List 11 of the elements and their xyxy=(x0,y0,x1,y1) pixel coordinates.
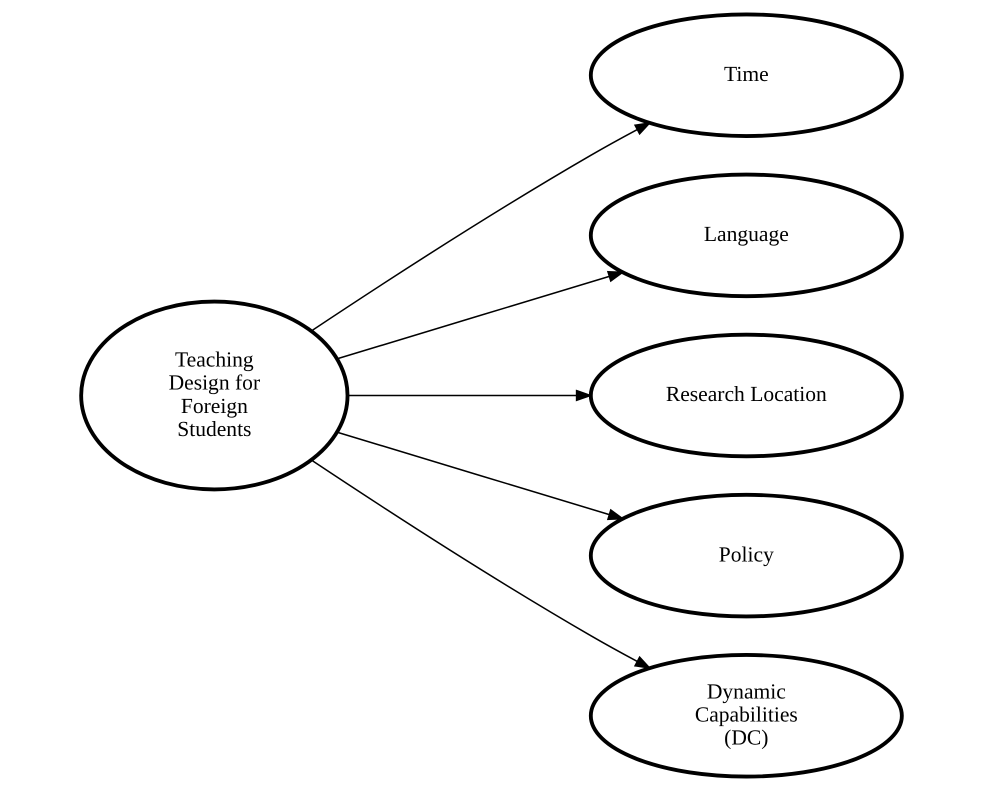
node-ellipse: Teaching Design for Foreign Students xyxy=(78,300,349,492)
node-ellipse: Research Location xyxy=(588,332,904,458)
node-ellipse: Dynamic Capabilities (DC) xyxy=(588,653,904,778)
node-ellipse: Time xyxy=(588,12,904,138)
arrow xyxy=(310,460,652,670)
node-ellipse: Policy xyxy=(588,492,904,618)
node-ellipse: Language xyxy=(588,172,904,298)
arrow xyxy=(336,270,624,360)
arrow xyxy=(310,122,652,332)
arrow xyxy=(347,390,592,402)
arrow xyxy=(336,432,624,520)
